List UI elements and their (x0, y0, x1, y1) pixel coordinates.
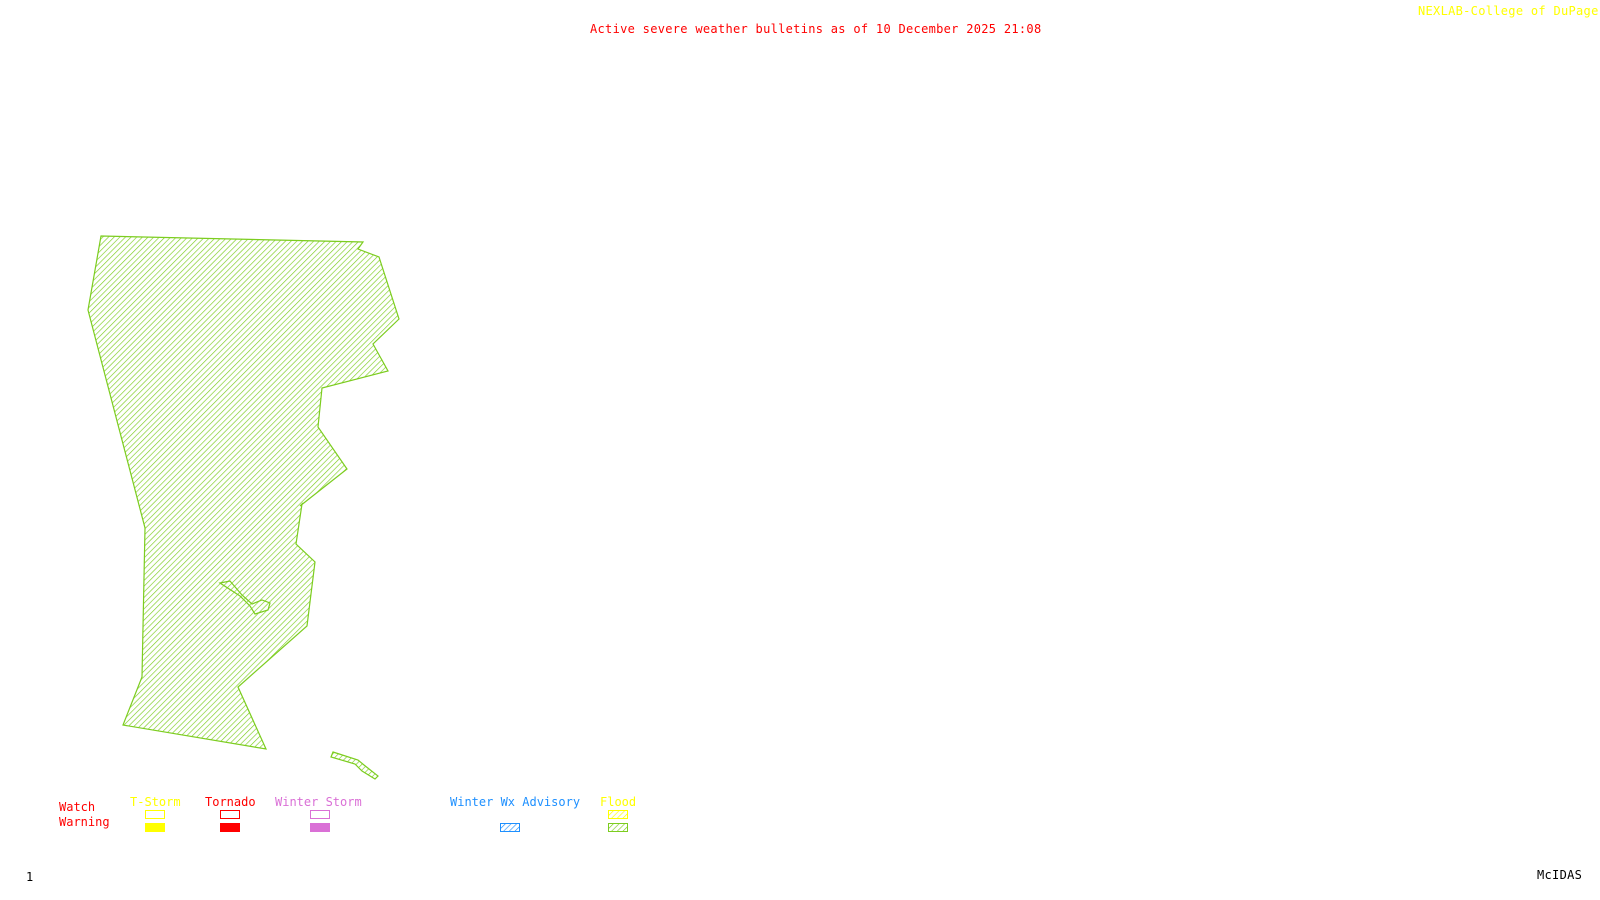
frame-number: 1 (26, 870, 34, 884)
tstorm-warning-swatch (145, 823, 165, 832)
software-label: McIDAS (1537, 868, 1583, 882)
flood-warning-area-small[interactable] (330, 751, 379, 780)
credit-label: NEXLAB-College of DuPage ◢ (1418, 4, 1600, 18)
legend-label-winter-wx-advisory: Winter Wx Advisory (450, 795, 581, 809)
winter-storm-watch-swatch (310, 810, 330, 819)
legend-row-warning: Warning (59, 815, 110, 829)
winter-storm-warning-swatch (310, 823, 330, 832)
flood-warning-swatch (608, 823, 628, 832)
flood-watch-swatch (608, 810, 628, 819)
legend-label-tstorm: T-Storm (130, 795, 181, 809)
credit-text: NEXLAB-College of DuPage (1418, 4, 1599, 18)
legend-row-watch: Watch (59, 800, 96, 814)
tornado-warning-swatch (220, 823, 240, 832)
tstorm-watch-swatch (145, 810, 165, 819)
flood-warning-area-island[interactable] (218, 580, 271, 615)
tornado-watch-swatch (220, 810, 240, 819)
legend-label-flood: Flood (600, 795, 637, 809)
winter-wx-advisory-swatch (500, 823, 520, 832)
legend-label-tornado: Tornado (205, 795, 256, 809)
page-title: Active severe weather bulletins as of 10… (590, 22, 1042, 36)
legend-label-winter-storm: Winter Storm (275, 795, 362, 809)
flood-warning-area-main[interactable] (87, 235, 400, 750)
